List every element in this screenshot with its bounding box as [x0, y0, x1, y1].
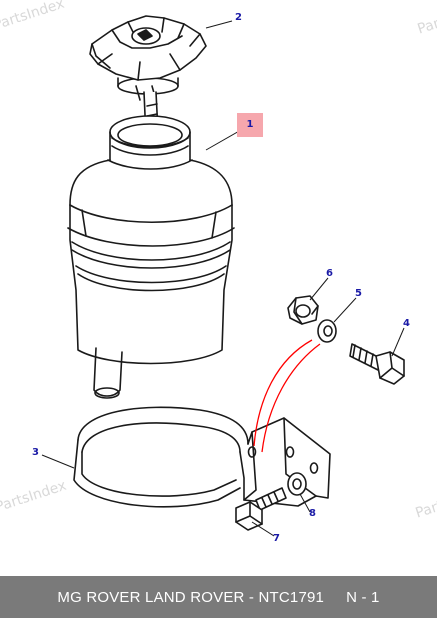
reservoir-cap [89, 15, 207, 139]
callout-7: 7 [273, 533, 280, 544]
parts-diagram [41, 15, 405, 537]
reservoir-body [67, 115, 235, 399]
callout-2: 2 [235, 12, 242, 23]
callout-4: 4 [403, 318, 410, 329]
callout-8: 8 [309, 508, 316, 519]
bolt-7 [235, 487, 287, 531]
washer-5 [317, 319, 337, 343]
page-reference: N - 1 [346, 588, 380, 606]
clamp-bracket [73, 406, 331, 508]
callout-5: 5 [355, 288, 362, 299]
callout-leaders [41, 20, 405, 537]
part-description: MG ROVER LAND ROVER - NTC1791 [57, 588, 325, 606]
callout-1: 1 [237, 113, 263, 137]
footer-bar: MG ROVER LAND ROVER - NTC1791 N - 1 [0, 576, 437, 618]
red-leader-lines [253, 339, 321, 453]
hex-nut [287, 295, 319, 325]
bolt-4 [349, 343, 405, 385]
callout-3: 3 [32, 447, 39, 458]
washer-8 [287, 472, 307, 496]
callout-6: 6 [326, 268, 333, 279]
